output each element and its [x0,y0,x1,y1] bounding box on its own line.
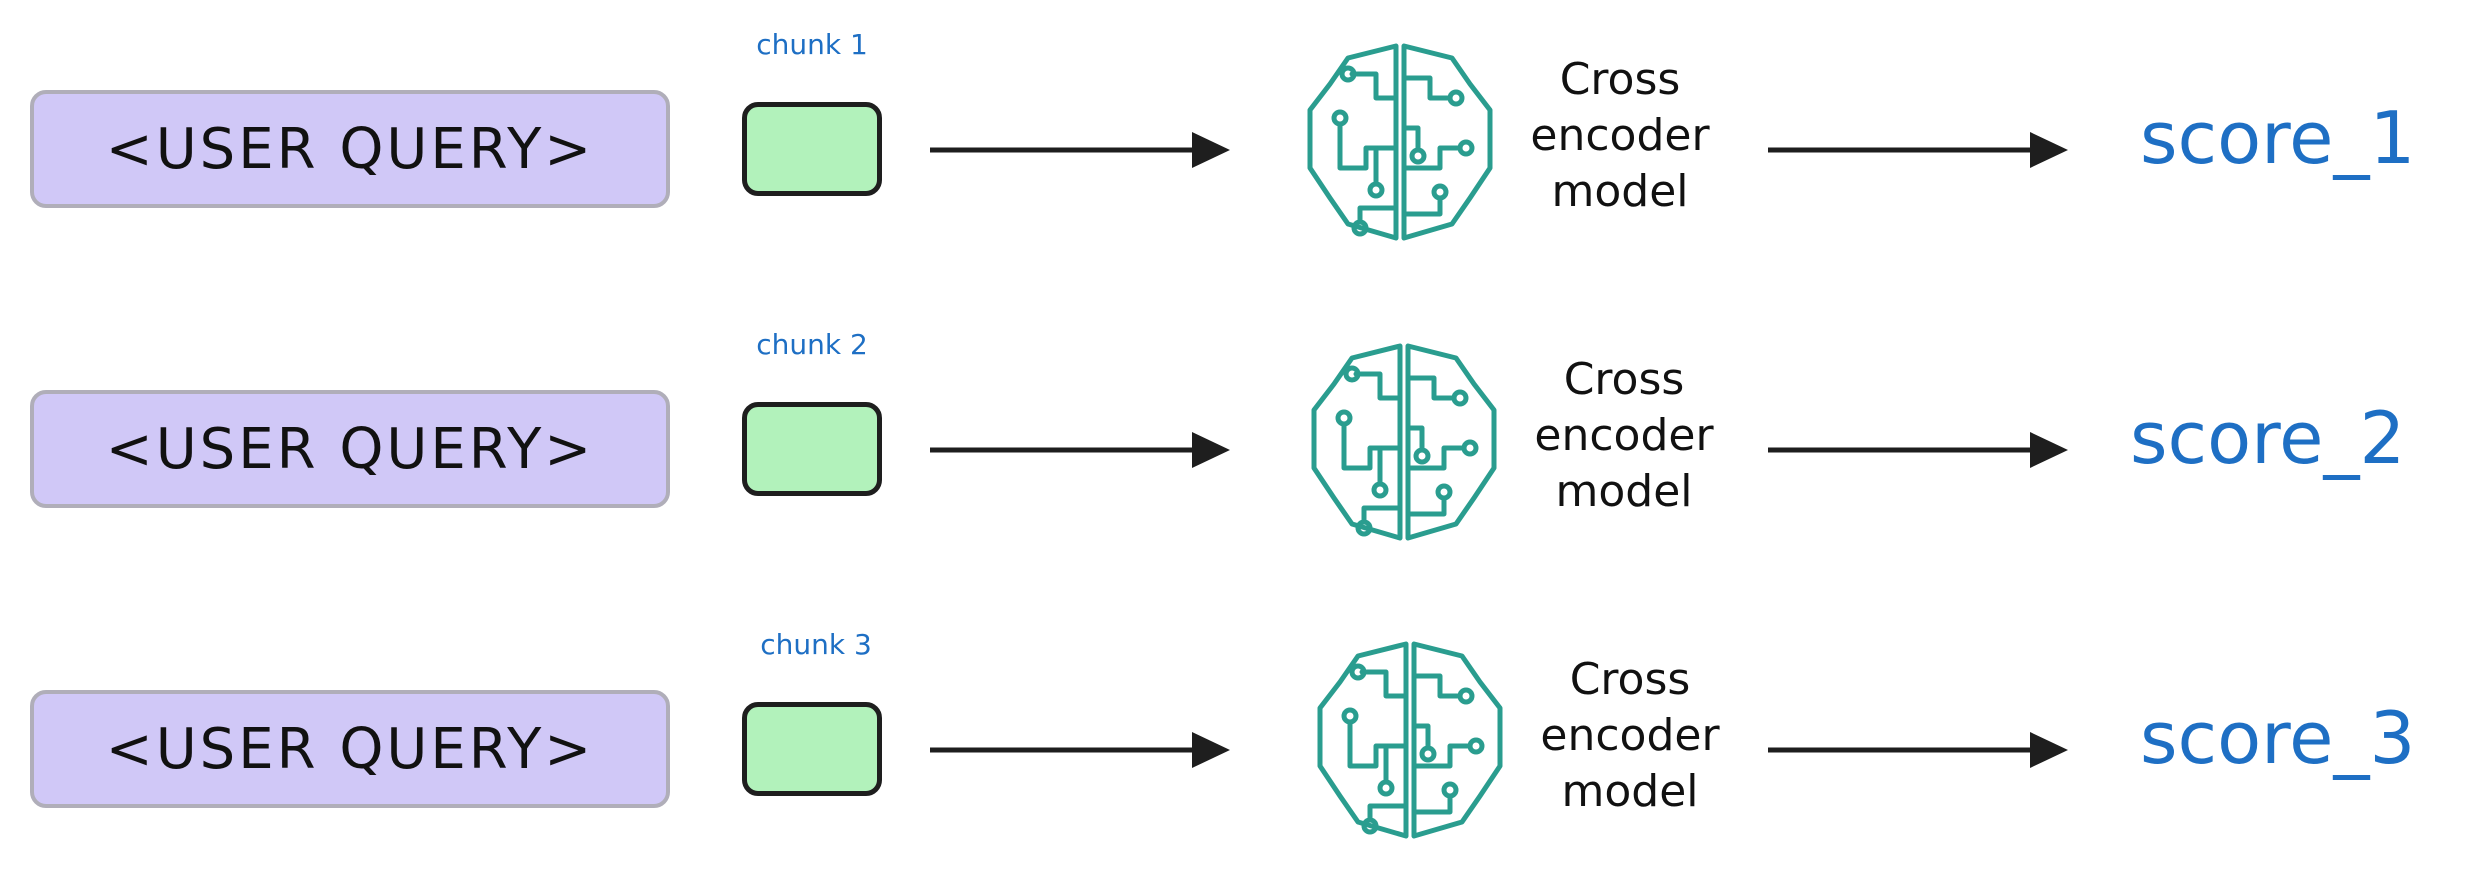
pipeline-row-1: <USER QUERY> chunk 1 Cross encoder [0,0,2487,260]
arrow-to-score [1768,732,2068,768]
arrow-to-score [1768,132,2068,168]
arrow-to-score [1768,432,2068,468]
chunk-label: chunk 3 [760,628,872,661]
brain-circuit-icon [1311,343,1497,541]
user-query-box: <USER QUERY> [30,390,670,508]
model-label: Cross encoder model [1530,54,1710,217]
chunk-box [742,402,882,496]
pipeline-row-3: <USER QUERY> chunk 3 Cross encoder [0,600,2487,860]
brain-circuit-icon [1317,641,1503,839]
chunk-box [742,702,882,796]
model-label: Cross encoder model [1534,354,1714,517]
arrow-to-model [930,132,1230,168]
pipeline-row-2: <USER QUERY> chunk 2 Cross encoder [0,300,2487,560]
score-label: score_3 [2140,696,2416,780]
user-query-box: <USER QUERY> [30,90,670,208]
brain-circuit-icon [1307,43,1493,241]
arrow-to-model [930,432,1230,468]
user-query-box: <USER QUERY> [30,690,670,808]
chunk-label: chunk 2 [756,328,868,361]
score-label: score_2 [2130,396,2406,480]
score-label: score_1 [2140,96,2416,180]
arrow-to-model [930,732,1230,768]
chunk-box [742,102,882,196]
model-label: Cross encoder model [1540,654,1720,817]
chunk-label: chunk 1 [756,28,868,61]
